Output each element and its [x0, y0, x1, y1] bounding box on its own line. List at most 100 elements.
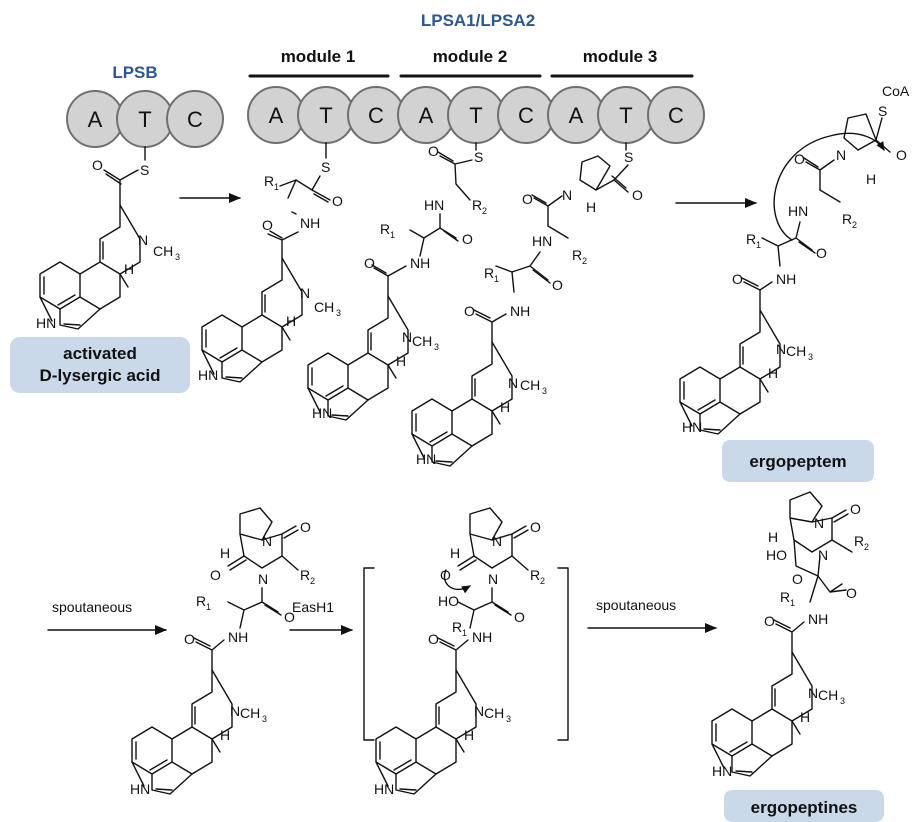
svg-text:N: N	[836, 147, 846, 163]
svg-text:R: R	[300, 567, 310, 583]
svg-text:O: O	[210, 567, 221, 583]
svg-text:N: N	[262, 533, 272, 549]
svg-text:N: N	[508, 375, 518, 391]
svg-text:O: O	[332, 193, 343, 209]
ergopeptem-box	[722, 440, 874, 482]
activated-label-line2: D-lysergic acid	[40, 366, 161, 385]
svg-text:O: O	[896, 147, 907, 163]
domain-c: C	[518, 103, 534, 128]
svg-text:H: H	[586, 199, 596, 215]
svg-text:CH: CH	[786, 343, 806, 359]
svg-text:O: O	[92, 157, 103, 173]
svg-text:O: O	[184, 631, 195, 647]
svg-text:3: 3	[840, 696, 845, 706]
lpsb-domains: A T C	[66, 90, 224, 148]
domain-a: A	[419, 103, 434, 128]
svg-text:O: O	[284, 609, 295, 625]
svg-text:1: 1	[756, 240, 761, 250]
svg-text:HN: HN	[712, 763, 732, 779]
svg-text:CH: CH	[240, 705, 260, 721]
lpsb-header: LPSB	[112, 63, 157, 82]
domain-a: A	[569, 103, 584, 128]
svg-text:HN: HN	[416, 451, 436, 467]
svg-text:O: O	[792, 571, 803, 587]
svg-text:HN: HN	[36, 315, 56, 331]
svg-text:N: N	[808, 685, 818, 701]
svg-text:CH: CH	[153, 243, 173, 259]
svg-text:O: O	[522, 191, 533, 207]
svg-text:1: 1	[462, 628, 467, 638]
svg-text:1: 1	[494, 274, 499, 284]
svg-text:1: 1	[790, 598, 795, 608]
svg-text:HN: HN	[532, 233, 552, 249]
svg-text:R: R	[780, 589, 790, 605]
svg-text:R: R	[484, 265, 494, 281]
svg-text:N: N	[562, 187, 572, 203]
svg-text:CoA: CoA	[882, 83, 910, 99]
svg-text:O: O	[428, 143, 439, 159]
svg-text:CH: CH	[520, 377, 540, 393]
svg-text:H: H	[450, 545, 460, 561]
domain-t: T	[138, 107, 151, 132]
svg-text:N: N	[300, 285, 310, 301]
domain-c: C	[668, 103, 684, 128]
svg-text:O: O	[846, 585, 857, 601]
module-2-domains: A T C	[397, 86, 555, 144]
domain-a: A	[88, 107, 103, 132]
svg-text:O: O	[530, 519, 541, 535]
svg-text:N: N	[818, 547, 828, 563]
svg-text:N: N	[230, 703, 240, 719]
svg-text:S: S	[140, 162, 149, 178]
easH1-label: EasH1	[292, 599, 334, 615]
svg-text:N: N	[488, 571, 498, 587]
svg-text:H: H	[220, 545, 230, 561]
svg-text:3: 3	[542, 386, 547, 396]
svg-text:1: 1	[206, 602, 211, 612]
svg-text:N: N	[814, 515, 824, 531]
svg-text:N: N	[776, 341, 786, 357]
svg-text:O: O	[632, 187, 643, 203]
svg-text:3: 3	[175, 252, 180, 262]
svg-text:O: O	[764, 613, 775, 629]
svg-text:3: 3	[262, 714, 267, 724]
svg-text:CH: CH	[484, 705, 504, 721]
svg-text:O: O	[440, 567, 451, 583]
svg-text:H: H	[768, 529, 778, 545]
svg-text:HN: HN	[198, 367, 218, 383]
domain-t: T	[619, 103, 632, 128]
svg-text:R: R	[264, 173, 274, 189]
svg-text:S: S	[624, 149, 633, 165]
svg-text:O: O	[464, 303, 475, 319]
ergopeptem-label: ergopeptem	[749, 452, 846, 471]
svg-text:H: H	[500, 399, 510, 415]
svg-text:H: H	[768, 365, 778, 381]
bracket-right	[557, 567, 569, 741]
lpsa-header: LPSA1/LPSA2	[421, 11, 535, 30]
domain-a: A	[269, 103, 284, 128]
svg-text:2: 2	[582, 256, 587, 266]
svg-text:2: 2	[482, 206, 487, 216]
svg-text:O: O	[514, 609, 525, 625]
svg-text:S: S	[878, 103, 887, 119]
svg-text:O: O	[794, 151, 805, 167]
svg-text:NH: NH	[808, 611, 828, 627]
svg-text:H: H	[396, 353, 406, 369]
module-3-domains: A T C	[547, 86, 705, 144]
spontaneous-label-1: spoutaneous	[52, 599, 132, 615]
svg-text:1: 1	[274, 182, 279, 192]
svg-text:R: R	[472, 197, 482, 213]
svg-text:3: 3	[808, 352, 813, 362]
svg-text:HN: HN	[130, 781, 150, 797]
svg-text:1: 1	[390, 230, 395, 240]
svg-text:R: R	[842, 211, 852, 227]
svg-text:NH: NH	[228, 629, 248, 645]
svg-text:N: N	[138, 232, 148, 248]
svg-text:R: R	[452, 619, 462, 635]
